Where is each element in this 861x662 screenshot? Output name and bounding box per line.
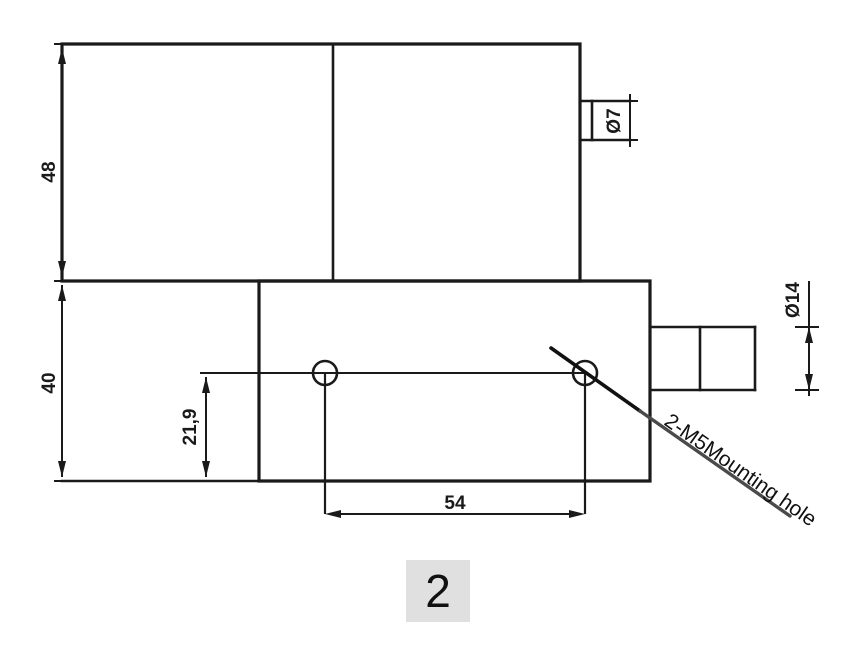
lower-body-outline: [257, 279, 652, 483]
dimension-diameter-14: Ø14: [783, 281, 819, 396]
dimension-label-21-9: 21,9: [180, 409, 201, 446]
view-number-badge: 2: [406, 560, 470, 622]
mounting-hole-leader: [549, 346, 792, 518]
dimension-label-48: 48: [39, 161, 60, 182]
dimension-54: 54: [325, 493, 585, 518]
dimension-label-d14: Ø14: [783, 282, 804, 318]
right-shaft-outline: [648, 325, 757, 392]
mounting-hole-note: 2-M5Mounting hole: [660, 409, 820, 531]
dimension-label-d7: Ø7: [604, 108, 625, 133]
dimension-label-54: 54: [444, 493, 466, 514]
dimension-40: 40: [39, 285, 76, 482]
dimension-diameter-7: Ø7: [604, 94, 638, 147]
upper-body-outline: [60, 42, 582, 283]
top-shaft-outline: [578, 99, 632, 142]
mounting-hole-right: [571, 359, 599, 514]
mounting-hole-left: [311, 359, 339, 514]
dimension-label-40: 40: [39, 372, 60, 393]
dimension-21-9: 21,9: [180, 372, 214, 482]
dimension-48: 48: [39, 43, 76, 282]
